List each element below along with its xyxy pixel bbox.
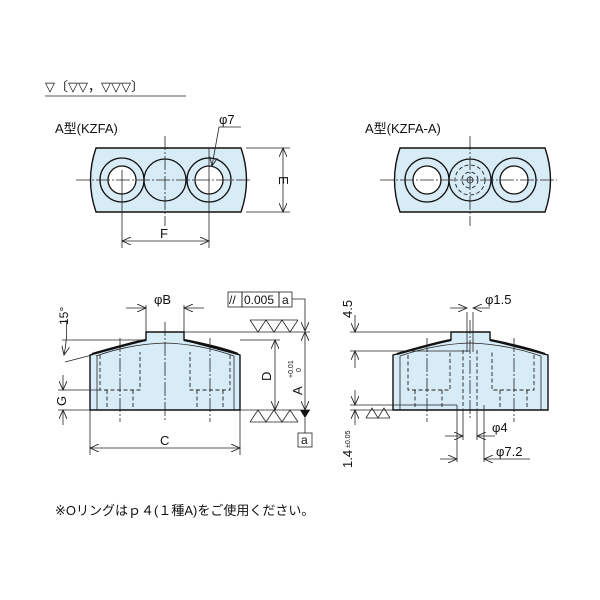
plan-view-kzfa: A型(KZFA) F E φ7 — [55, 112, 291, 248]
datum-label: a — [301, 433, 308, 447]
dim-angle-15: 15° — [57, 307, 71, 325]
dim-e: E — [276, 176, 291, 185]
dim-phi7: φ7 — [219, 112, 235, 127]
svg-text:a: a — [282, 293, 289, 307]
dim-1-4: 1.4 — [340, 450, 355, 468]
datum-triangle-icon — [300, 410, 310, 418]
tol-1-4: ±0.05 — [345, 430, 352, 448]
plan-view-kzfa-a: A型(KZFA-A) — [365, 121, 557, 226]
side-view-left: φB 15° G C D A +0.01 0 a — [54, 291, 313, 455]
surface-finish-symbols: ▽〔▽▽，▽▽▽〕 — [45, 79, 144, 94]
dim-4-5: 4.5 — [340, 300, 355, 318]
tol-a-lower: 0 — [296, 368, 303, 372]
dim-phi-4: φ4 — [492, 420, 508, 435]
dim-phi-b: φB — [154, 292, 171, 307]
side-view-right: φ1.5 4.5 1.4 ±0.05 φ4 φ7.2 — [340, 292, 549, 468]
tolerance-frame: // 0.005 a — [227, 291, 305, 331]
svg-text://: // — [229, 293, 236, 307]
dim-d: D — [259, 372, 274, 381]
view-title-kzfa-a: A型(KZFA-A) — [365, 121, 441, 136]
dim-phi-1-5: φ1.5 — [485, 292, 512, 307]
dim-c: C — [160, 433, 169, 448]
dim-a: A — [290, 386, 305, 395]
o-ring-note: ※Oリングはｐ４(１種A)をご使用ください。 — [55, 503, 314, 518]
tol-a-upper: +0.01 — [288, 360, 295, 378]
dim-phi-7-2: φ7.2 — [496, 444, 523, 459]
dim-g: G — [54, 396, 69, 406]
dim-f: F — [160, 226, 168, 241]
svg-text:0.005: 0.005 — [244, 293, 274, 307]
view-title-kzfa: A型(KZFA) — [55, 121, 118, 136]
